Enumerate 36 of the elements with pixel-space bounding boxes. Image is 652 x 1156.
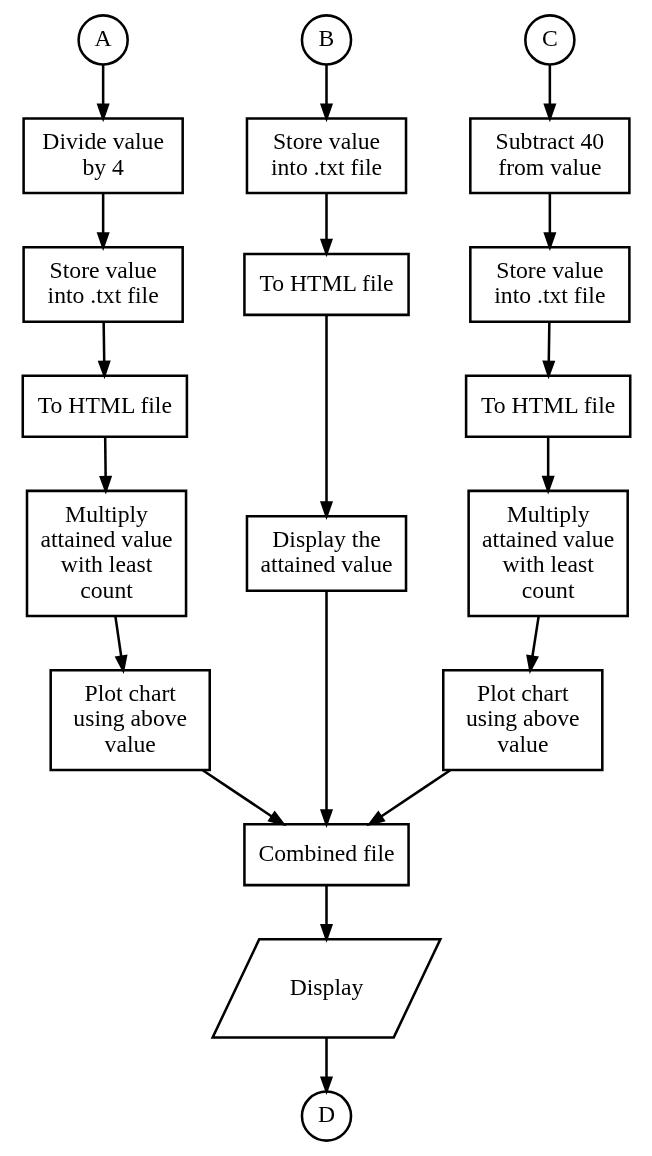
node-box: Combined file [242,822,410,887]
arrow [113,616,128,674]
node-box: Store value into .txt file [468,245,631,323]
node-box: Plot chart using above value [441,668,604,772]
arrow [542,193,556,251]
arrow [96,64,110,123]
node-box: Plot chart using above value [48,668,211,772]
node-circle: C [523,14,576,66]
node-box: To HTML file [21,374,188,438]
node-box: Multiply attained value with least count [25,489,187,618]
arrow [319,885,333,943]
arrow [97,321,111,380]
arrow [319,64,333,123]
node-box: Store value into .txt file [21,245,184,323]
node-circle: B [300,14,352,66]
node-box: Subtract 40 from value [468,117,631,195]
arrow [319,591,333,828]
node-box: Divide value by 4 [21,117,184,195]
arrow [541,321,555,380]
node-box: Store value into .txt file [245,117,407,195]
arrow [98,437,112,495]
arrow [96,193,110,251]
arrow [319,1037,333,1096]
arrow [319,315,333,520]
arrow [201,769,287,827]
node-box: Multiply attained value with least count [466,489,629,618]
node-box: To HTML file [242,252,410,317]
arrow [541,437,555,495]
node-circle: A [76,14,129,66]
node-circle: D [300,1090,352,1142]
node-box: Display the attained value [245,514,407,592]
node-box: To HTML file [464,374,631,438]
arrow [542,64,556,123]
arrow [365,769,451,827]
arrow [525,616,540,674]
arrow [319,193,333,258]
